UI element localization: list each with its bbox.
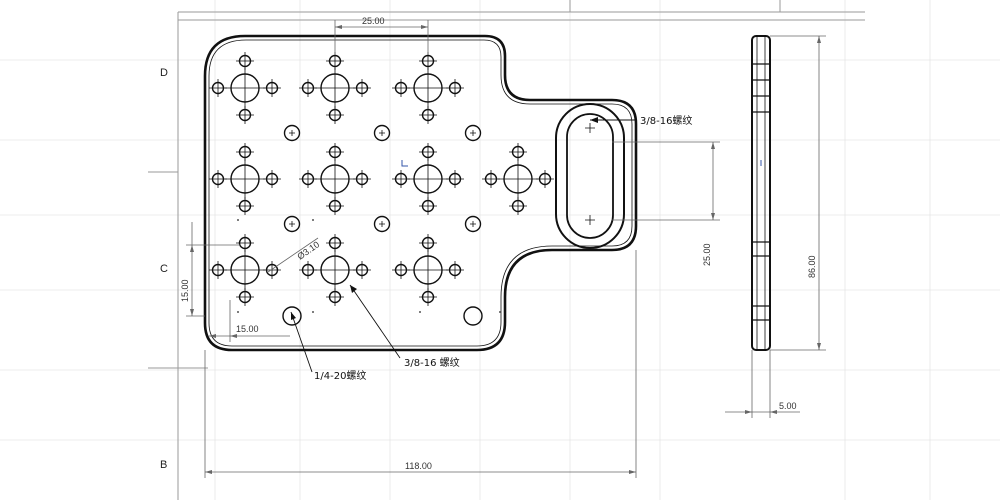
mid-hole [283, 124, 301, 142]
hole-centerline [509, 143, 527, 161]
mounting-hole [463, 306, 483, 326]
hole-centerline [419, 197, 437, 215]
hole-centerline [289, 130, 295, 136]
hole-centerline [326, 143, 344, 161]
hole-centerline [209, 170, 227, 188]
origin-mark [401, 160, 408, 167]
hole-centerline [536, 170, 554, 188]
callout-small-thread: 1/4-20螺纹 [314, 369, 366, 382]
hole-centerline [315, 68, 355, 108]
hole-centerline [326, 288, 344, 306]
dim-thickness: 5.00 [779, 401, 797, 411]
dim-hole-diameter: Ø3.10 [295, 239, 321, 261]
dim-top-spacing: 25.00 [362, 16, 385, 26]
hole-centerline [419, 234, 437, 252]
hole-centerline [299, 261, 317, 279]
zone-label-c: C [160, 263, 168, 275]
hole-centerline [315, 250, 355, 290]
hole-centerline [236, 288, 254, 306]
callout-slot-thread: 3/8-16螺纹 [640, 114, 692, 127]
hole-centerline [419, 143, 437, 161]
hole-centerline [263, 261, 281, 279]
mid-hole [373, 124, 391, 142]
hole-centerline [236, 197, 254, 215]
hole-centerline [209, 79, 227, 97]
hole-centerline [236, 106, 254, 124]
hole-centerline [585, 123, 595, 133]
hole-centerline [289, 221, 295, 227]
hole-centerline [470, 130, 476, 136]
hole-centerline [392, 170, 410, 188]
hole-centerline [498, 159, 538, 199]
hole-centerline [209, 261, 227, 279]
callout-arrows [291, 117, 598, 320]
hole-centerline [585, 215, 595, 225]
dim-left-vertical: 15.00 [180, 279, 190, 302]
hole-centerline [419, 106, 437, 124]
hole-centerline [408, 68, 448, 108]
zone-label-d: D [160, 67, 168, 79]
slot-outer [555, 103, 625, 249]
hole-centerline [470, 221, 476, 227]
mid-hole [464, 215, 482, 233]
dim-left-horizontal: 15.00 [236, 324, 259, 334]
mounting-hole [282, 306, 302, 326]
slot-inner [566, 113, 614, 239]
drawing-frame [148, 0, 865, 500]
hole-centerline [326, 234, 344, 252]
mid-hole [464, 124, 482, 142]
hole-centerline [315, 159, 355, 199]
plate-outline-inner [208, 39, 633, 347]
hole-pattern [209, 52, 595, 326]
dim-overall-width: 118.00 [405, 461, 432, 471]
reference-dots [237, 219, 501, 313]
dim-side-height: 86.00 [807, 255, 817, 278]
hole-centerline [263, 170, 281, 188]
hole-centerline [353, 170, 371, 188]
hole-centerline [326, 197, 344, 215]
hole-centerline [353, 261, 371, 279]
hole-centerline [446, 170, 464, 188]
hole-centerline [236, 143, 254, 161]
mid-hole [283, 215, 301, 233]
side-view [751, 35, 771, 351]
hole-centerline [299, 170, 317, 188]
hole-centerline [408, 159, 448, 199]
hole-centerline [509, 197, 527, 215]
hole-centerline [392, 261, 410, 279]
mid-hole [373, 215, 391, 233]
hole-centerline [299, 79, 317, 97]
dim-slot-height: 25.00 [702, 243, 712, 266]
hole-centerline [482, 170, 500, 188]
hole-centerline [326, 106, 344, 124]
hole-centerline [263, 79, 281, 97]
callout-center-thread: 3/8-16 螺纹 [404, 356, 460, 369]
hole-centerline [446, 261, 464, 279]
hole-centerline [446, 79, 464, 97]
hole-centerline [225, 68, 265, 108]
plate-outline [203, 34, 638, 352]
hole-centerline [408, 250, 448, 290]
hole-centerline [379, 130, 385, 136]
hole-centerline [225, 250, 265, 290]
hole-centerline [225, 159, 265, 199]
hole-centerline [236, 234, 254, 252]
dimension-lines [186, 20, 826, 478]
hole-centerline [419, 288, 437, 306]
hole-centerline [353, 79, 371, 97]
hole-centerline [379, 221, 385, 227]
zone-label-b: B [160, 459, 167, 471]
hole-centerline [236, 52, 254, 70]
dimension-arrows [190, 25, 821, 474]
hole-centerline [392, 79, 410, 97]
